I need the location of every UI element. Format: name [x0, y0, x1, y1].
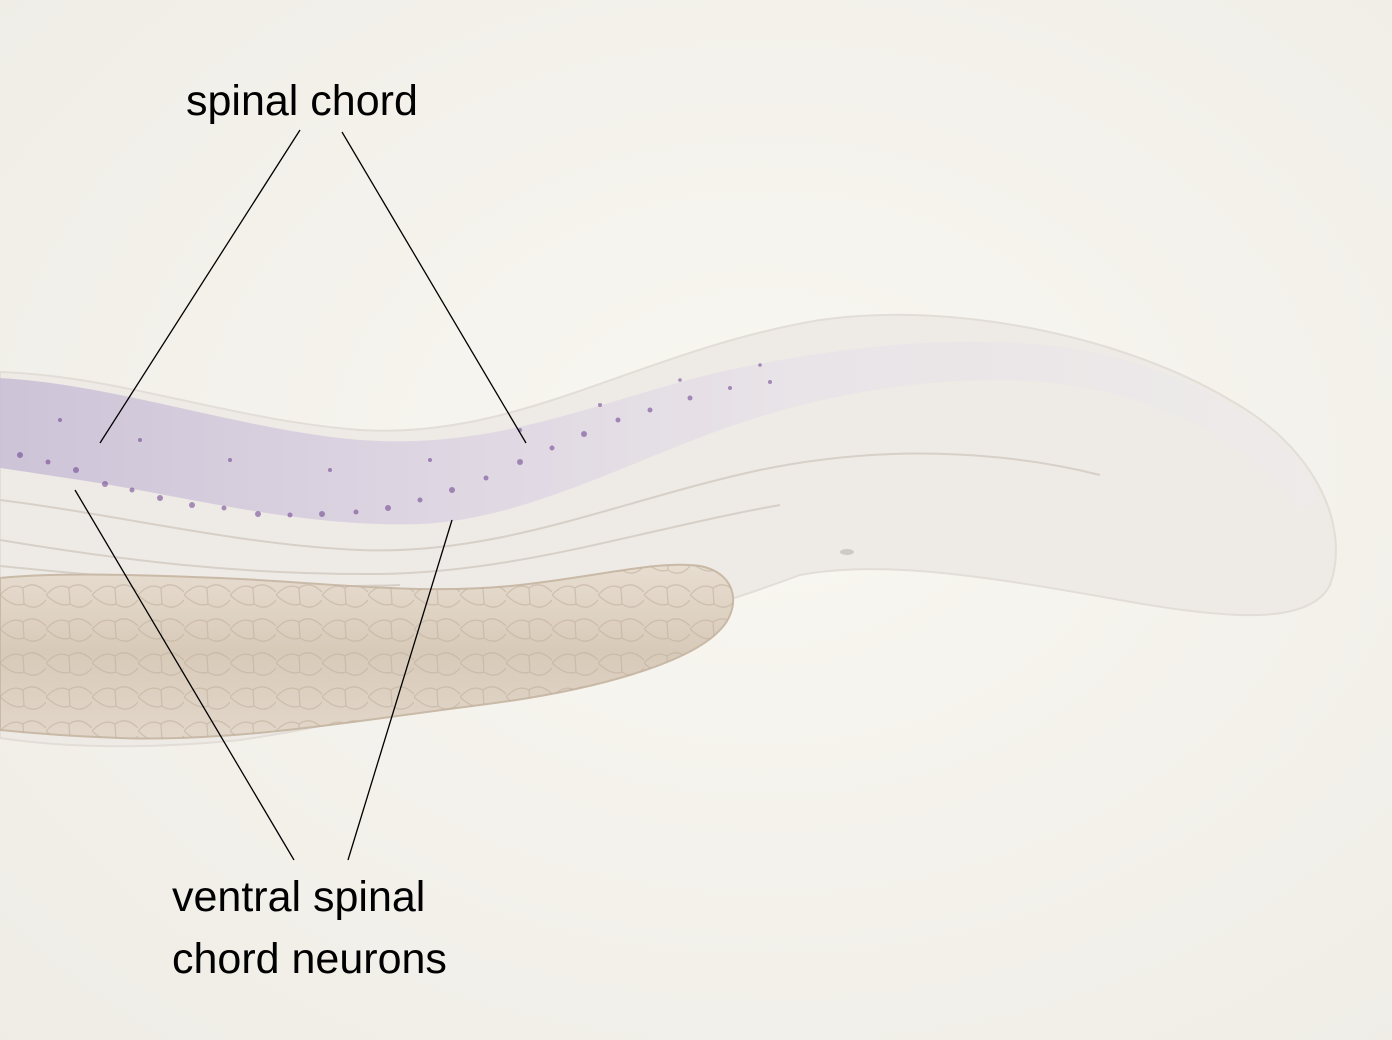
leader-line-bottom-right [347, 519, 453, 861]
stained-neurons [17, 363, 772, 518]
spinal-cord [0, 341, 1320, 525]
debris [840, 549, 854, 555]
leader-line-top-left [99, 129, 301, 444]
spinal-chord-label: spinal chord [186, 77, 418, 125]
ventral-neurons-label-line1: ventral spinal [172, 873, 426, 921]
ventral-neurons-label-line2: chord neurons [172, 935, 447, 983]
annotation-lines [74, 129, 527, 861]
leader-line-top-right [341, 131, 527, 444]
leader-line-bottom-left [74, 489, 295, 861]
ventral-neurons-label: ventral spinal chord neurons [172, 866, 447, 990]
